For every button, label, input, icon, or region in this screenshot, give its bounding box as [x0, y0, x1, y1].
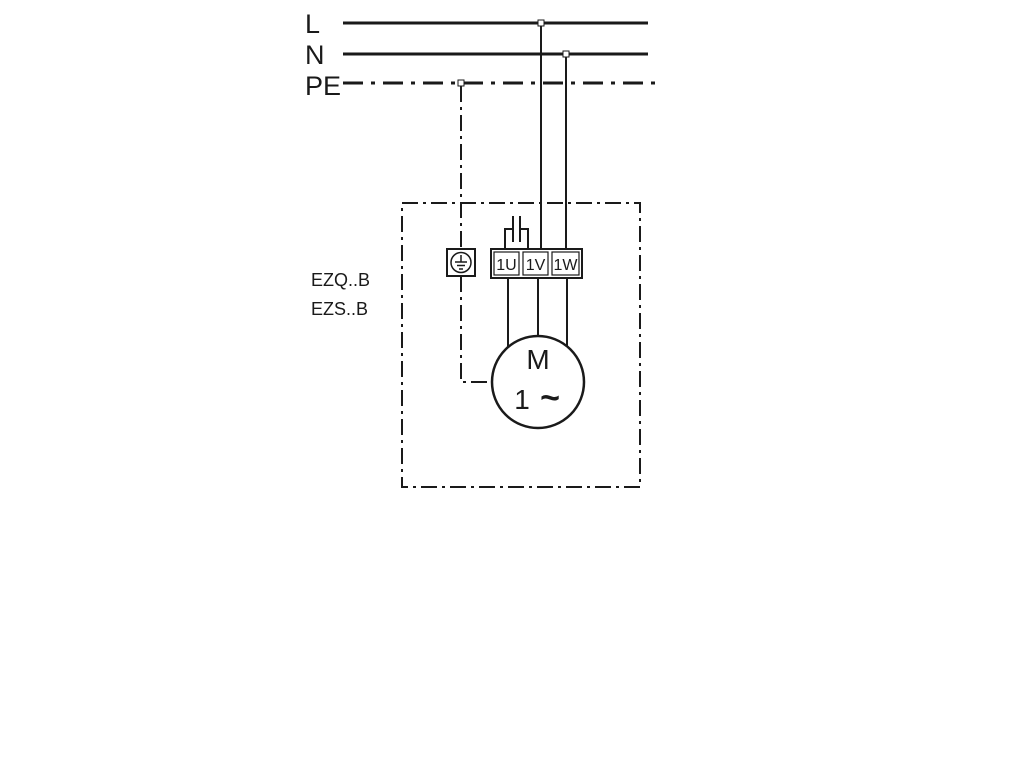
motor-label-phase-count: 1 — [514, 384, 530, 415]
model-label-2: EZS..B — [311, 299, 368, 319]
device-enclosure — [401, 202, 641, 488]
terminal-1u — [493, 251, 520, 276]
capacitor-icon — [504, 216, 529, 249]
bus-label-l: L — [305, 9, 320, 39]
motor-icon: M 1 ~ — [490, 334, 586, 430]
junction-pe — [457, 79, 465, 87]
junction-n — [562, 50, 570, 58]
terminal-block: 1U 1V 1W — [490, 248, 583, 279]
terminal-1w — [551, 251, 580, 276]
bus-label-pe: PE — [305, 71, 341, 101]
terminal-label-1w: 1W — [554, 257, 579, 274]
junction-l — [537, 19, 545, 27]
model-label-1: EZQ..B — [311, 270, 370, 290]
motor-label-m: M — [526, 344, 549, 375]
bus-label-n: N — [305, 40, 325, 70]
terminal-label-1v: 1V — [526, 257, 546, 274]
ground-icon — [446, 248, 476, 277]
wire-ground-to-motor — [460, 276, 491, 383]
terminal-1v — [522, 251, 549, 276]
terminal-label-1u: 1U — [496, 257, 516, 274]
motor-label-ac-symbol: ~ — [540, 379, 560, 417]
